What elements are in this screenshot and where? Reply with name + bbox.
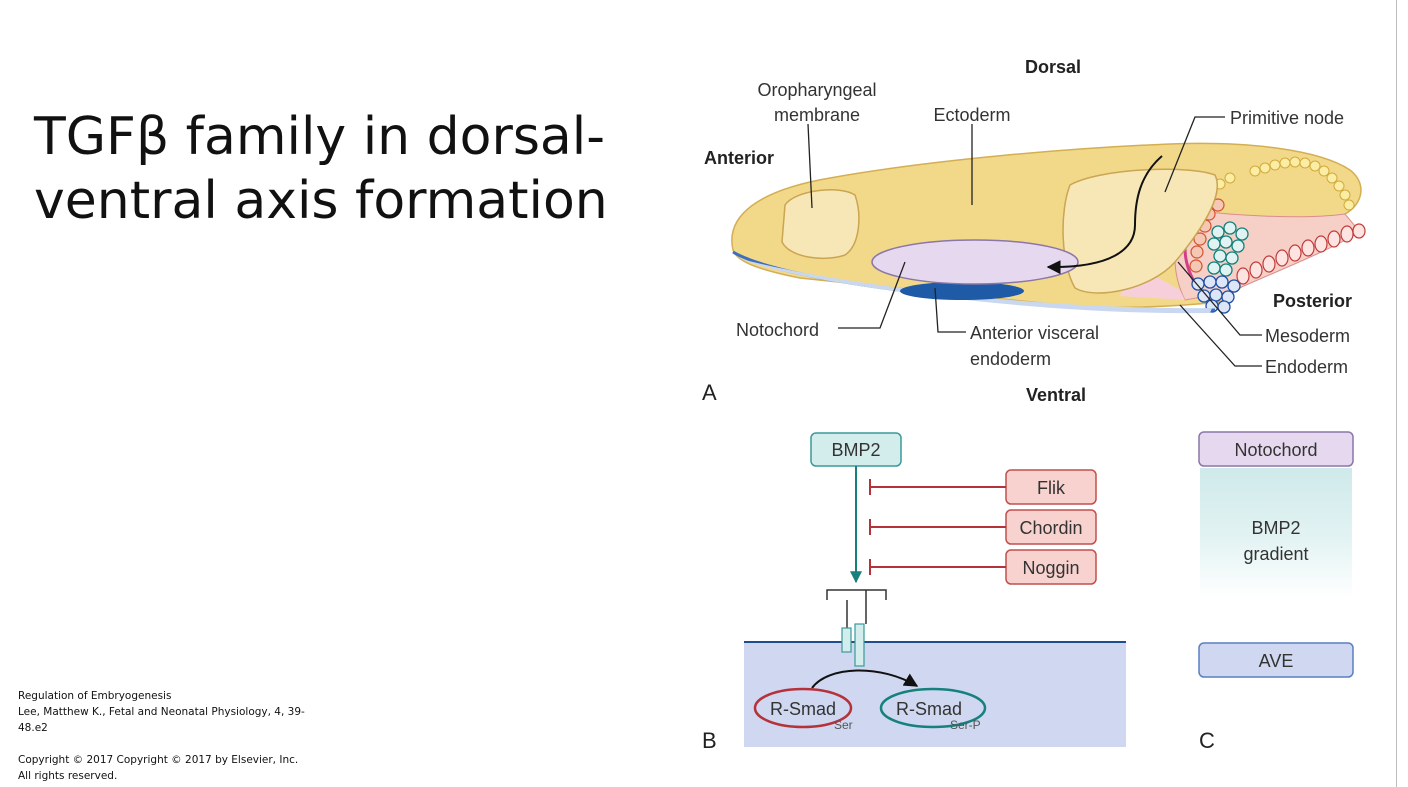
notochord-box <box>1198 431 1354 467</box>
receptor-right <box>854 623 865 667</box>
anterior-label: Anterior <box>704 148 774 168</box>
mesoderm-label: Mesoderm <box>1265 326 1350 346</box>
panel-a-letter: A <box>702 380 717 405</box>
ave-label-c: AVE <box>1259 651 1294 671</box>
flik-inhibition <box>869 479 1006 495</box>
phosphorylation-arrow <box>811 669 919 689</box>
flik-label: Flik <box>1037 478 1066 498</box>
posterior-label: Posterior <box>1273 291 1352 311</box>
bmp2-gradient <box>1200 468 1352 598</box>
gradient-label-2: gradient <box>1243 544 1308 564</box>
receptor-bracket <box>826 589 887 600</box>
ectoderm-label: Ectoderm <box>933 105 1010 125</box>
panel-c-letter: C <box>1199 728 1215 753</box>
notochord-label: Notochord <box>736 320 819 340</box>
gradient-label-1: BMP2 <box>1251 518 1300 538</box>
panel-b-letter: B <box>702 728 717 753</box>
noggin-label: Noggin <box>1022 558 1079 578</box>
ave-label-2: endoderm <box>970 349 1051 369</box>
panel-b: BMP2 Flik Chordin Noggin R-Smad Ser R-Sm… <box>702 432 1126 753</box>
ave-label-1: Anterior visceral <box>970 323 1099 343</box>
rsmad-label-2: R-Smad <box>896 699 962 719</box>
oropharyngeal-label-1: Oropharyngeal <box>757 80 876 100</box>
panel-a: Dorsal Ventral Anterior Posterior Oropha… <box>702 57 1366 405</box>
receptor-left <box>841 627 852 653</box>
ser-label: Ser <box>834 718 853 732</box>
dorsal-label: Dorsal <box>1025 57 1081 77</box>
rsmad-phosphorylated <box>879 687 987 729</box>
primitive-node-label: Primitive node <box>1230 108 1344 128</box>
chordin-inhibition <box>869 519 1006 535</box>
citation-source: Regulation of Embryogenesis <box>18 690 172 702</box>
noggin-inhibition <box>869 559 1006 575</box>
ser-p-label: Ser-P <box>950 718 981 732</box>
bmp2-label: BMP2 <box>831 440 880 460</box>
endoderm-label: Endoderm <box>1265 357 1348 377</box>
slide-edge <box>1396 0 1397 787</box>
oropharyngeal-membrane <box>781 189 860 260</box>
oropharyngeal-label-2: membrane <box>774 105 860 125</box>
rsmad-label-1: R-Smad <box>770 699 836 719</box>
citation-copyright: Copyright © 2017 Copyright © 2017 by Els… <box>18 754 299 782</box>
panel-c: Notochord BMP2 gradient AVE C <box>1198 431 1354 753</box>
notochord-shape <box>871 239 1079 285</box>
slide-title: TGFβ family in dorsal-ventral axis forma… <box>34 106 608 231</box>
chordin-label: Chordin <box>1019 518 1082 538</box>
citation-author: Lee, Matthew K., Fetal and Neonatal Phys… <box>18 706 305 734</box>
ave-region <box>900 282 1024 300</box>
teal-cells <box>1207 221 1249 277</box>
endoderm-cells <box>1191 275 1241 314</box>
notochord-label-c: Notochord <box>1234 440 1317 460</box>
citation: Regulation of Embryogenesis Lee, Matthew… <box>18 688 308 784</box>
rsmad-unphosphorylated <box>753 687 853 729</box>
mesoderm-cells <box>1236 223 1366 285</box>
ave-box <box>1198 642 1354 678</box>
cell-interior <box>744 642 1126 747</box>
ventral-label: Ventral <box>1026 385 1086 405</box>
